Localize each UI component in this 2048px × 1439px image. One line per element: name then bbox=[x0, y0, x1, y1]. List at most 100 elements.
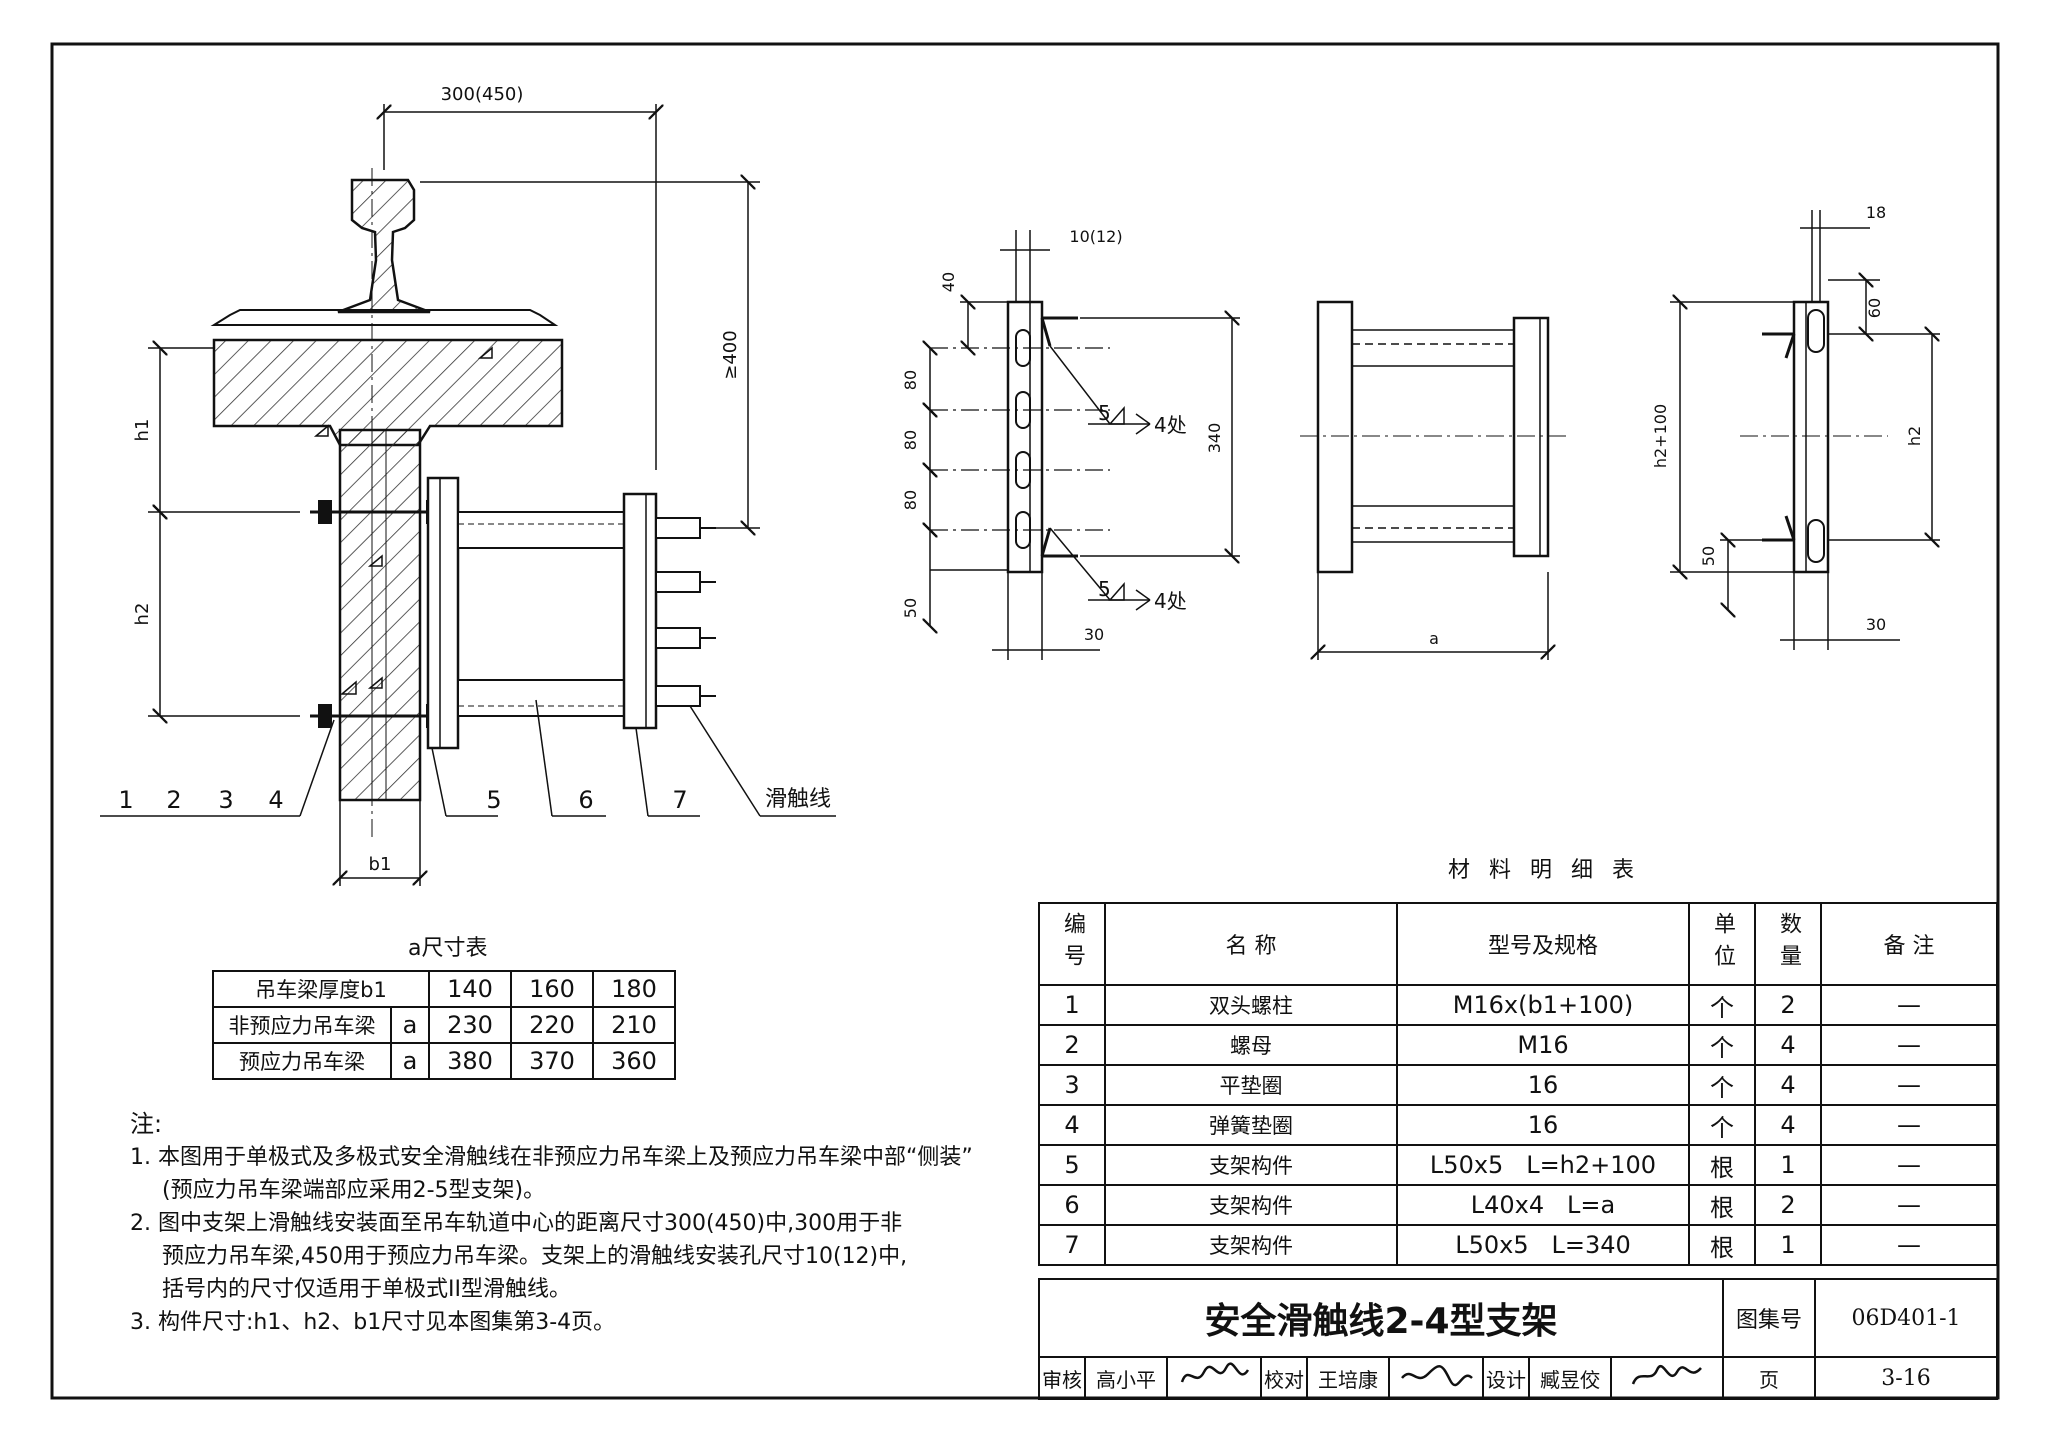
beam-web bbox=[338, 428, 422, 802]
cell-no: 2 bbox=[1038, 1024, 1106, 1066]
note-2a: 2. 图中支架上滑触线安装面至吊车轨道中心的距离尺寸300(450)中,300用… bbox=[130, 1211, 903, 1236]
atlas-label: 图集号 bbox=[1722, 1278, 1816, 1358]
a-table-label: 非预应力吊车梁 bbox=[212, 1006, 392, 1044]
note-1b: (预应力吊车梁端部应采用2-5型支架)。 bbox=[162, 1178, 546, 1203]
dim-60: 60 bbox=[1865, 298, 1884, 318]
weld-note-lower: 4处 bbox=[1154, 589, 1187, 613]
callout-4: 4 bbox=[268, 786, 283, 814]
cell-remark: — bbox=[1820, 984, 1998, 1026]
header-unit: 单位 bbox=[1688, 902, 1756, 986]
header-spec: 型号及规格 bbox=[1396, 902, 1690, 986]
member-7 bbox=[622, 492, 658, 730]
header-remark: 备 注 bbox=[1820, 902, 1998, 986]
member-6-lower bbox=[457, 679, 625, 717]
a-table-sym: a bbox=[390, 1006, 430, 1044]
materials-title: 材 料 明 细 表 bbox=[1448, 858, 1640, 883]
dim-b1: b1 bbox=[369, 854, 392, 875]
header-name: 名 称 bbox=[1104, 902, 1398, 986]
dim-top-width: 300(450) bbox=[441, 84, 524, 105]
detail-view-member-5: 18 60 h2+100 h2 50 30 bbox=[1651, 203, 1940, 650]
dim-80-b: 80 bbox=[901, 430, 920, 450]
cell-name: 平垫圈 bbox=[1104, 1064, 1398, 1106]
cell-spec: L40x4 L=a bbox=[1396, 1184, 1690, 1226]
cell-unit: 根 bbox=[1688, 1224, 1756, 1266]
cell-qty: 2 bbox=[1754, 984, 1822, 1026]
table-row: 3 平垫圈 16 个 4 — bbox=[1038, 1064, 1998, 1106]
dim-18: 18 bbox=[1866, 203, 1886, 222]
table-row: 6 支架构件 L40x4 L=a 根 2 — bbox=[1038, 1184, 1998, 1226]
dim-50-right: 50 bbox=[1699, 546, 1718, 566]
wires bbox=[655, 517, 716, 707]
cell-remark: — bbox=[1820, 1064, 1998, 1106]
dim-h2plus: h2+100 bbox=[1651, 404, 1670, 468]
dim-30-right: 30 bbox=[1866, 615, 1886, 634]
cell-remark: — bbox=[1820, 1184, 1998, 1226]
designer-signature bbox=[1610, 1356, 1724, 1400]
a-table-cell: 140 bbox=[428, 970, 512, 1008]
page-label: 页 bbox=[1722, 1356, 1816, 1400]
a-table-label: 吊车梁厚度b1 bbox=[212, 970, 430, 1008]
cell-name: 支架构件 bbox=[1104, 1144, 1398, 1186]
cell-spec: L50x5 L=h2+100 bbox=[1396, 1144, 1690, 1186]
checker-signature bbox=[1388, 1356, 1484, 1400]
dim-a: a bbox=[1429, 629, 1439, 648]
title-block: 安全滑触线2-4型支架 图集号 06D401-1 审核 高小平 校对 王培康 设… bbox=[1038, 1278, 1998, 1400]
table-row: 4 弹簧垫圈 16 个 4 — bbox=[1038, 1104, 1998, 1146]
cell-unit: 个 bbox=[1688, 1104, 1756, 1146]
callout-7: 7 bbox=[672, 786, 687, 814]
a-table-sym: a bbox=[390, 1042, 430, 1080]
dim-h1: h1 bbox=[132, 419, 153, 442]
a-table: 吊车梁厚度b1 140 160 180 非预应力吊车梁 a 230 220 21… bbox=[212, 970, 676, 1080]
callout-5: 5 bbox=[486, 786, 501, 814]
notes-title: 注: bbox=[130, 1110, 163, 1138]
dim-min-height: ≥400 bbox=[720, 330, 741, 379]
dim-50: 50 bbox=[901, 598, 920, 618]
a-table-label: 预应力吊车梁 bbox=[212, 1042, 392, 1080]
cell-unit: 个 bbox=[1688, 984, 1756, 1026]
callout-2: 2 bbox=[166, 786, 181, 814]
table-row: 1 双头螺柱 M16x(b1+100) 个 2 — bbox=[1038, 984, 1998, 1026]
dim-340: 340 bbox=[1205, 423, 1224, 454]
reviewer-name: 高小平 bbox=[1084, 1356, 1168, 1400]
cell-unit: 个 bbox=[1688, 1064, 1756, 1106]
table-row: 2 螺母 M16 个 4 — bbox=[1038, 1024, 1998, 1066]
cell-name: 支架构件 bbox=[1104, 1184, 1398, 1226]
cell-qty: 4 bbox=[1754, 1024, 1822, 1066]
cell-spec: M16 bbox=[1396, 1024, 1690, 1066]
a-table-cell: 230 bbox=[428, 1006, 512, 1044]
drawing-title: 安全滑触线2-4型支架 bbox=[1038, 1278, 1724, 1358]
cell-remark: — bbox=[1820, 1144, 1998, 1186]
a-table-title: a尺寸表 bbox=[408, 936, 488, 961]
a-table-row: 预应力吊车梁 a 380 370 360 bbox=[212, 1042, 676, 1080]
materials-table: 编号 名 称 型号及规格 单位 数量 备 注 1 双头螺柱 M16x(b1+10… bbox=[1038, 902, 1998, 1266]
cell-no: 6 bbox=[1038, 1184, 1106, 1226]
cell-name: 双头螺柱 bbox=[1104, 984, 1398, 1026]
page-no: 3-16 bbox=[1814, 1356, 1998, 1400]
callout-1: 1 bbox=[118, 786, 133, 814]
table-row: 7 支架构件 L50x5 L=340 根 1 — bbox=[1038, 1224, 1998, 1266]
materials-header-row: 编号 名 称 型号及规格 单位 数量 备 注 bbox=[1038, 902, 1998, 986]
weld-size-lower: 5 bbox=[1098, 577, 1111, 601]
a-table-cell: 180 bbox=[592, 970, 676, 1008]
a-table-cell: 370 bbox=[510, 1042, 594, 1080]
cell-no: 1 bbox=[1038, 984, 1106, 1026]
callout-3: 3 bbox=[218, 786, 233, 814]
detail-view-member-7: 10(12) 40 80 80 80 50 340 30 5 4处 5 4处 bbox=[901, 227, 1240, 660]
detail-view-frame: a bbox=[1300, 300, 1570, 660]
callout-6: 6 bbox=[578, 786, 593, 814]
dim-40: 40 bbox=[939, 272, 958, 292]
design-label: 设计 bbox=[1482, 1356, 1530, 1400]
a-table-row: 非预应力吊车梁 a 230 220 210 bbox=[212, 1006, 676, 1044]
cell-remark: — bbox=[1820, 1104, 1998, 1146]
cell-qty: 1 bbox=[1754, 1224, 1822, 1266]
cell-name: 弹簧垫圈 bbox=[1104, 1104, 1398, 1146]
header-qty: 数量 bbox=[1754, 902, 1822, 986]
cell-qty: 1 bbox=[1754, 1144, 1822, 1186]
dim-30: 30 bbox=[1084, 625, 1104, 644]
header-no: 编号 bbox=[1038, 902, 1106, 986]
cell-unit: 根 bbox=[1688, 1184, 1756, 1226]
member-5 bbox=[426, 476, 460, 750]
check-label: 校对 bbox=[1260, 1356, 1308, 1400]
cell-no: 3 bbox=[1038, 1064, 1106, 1106]
